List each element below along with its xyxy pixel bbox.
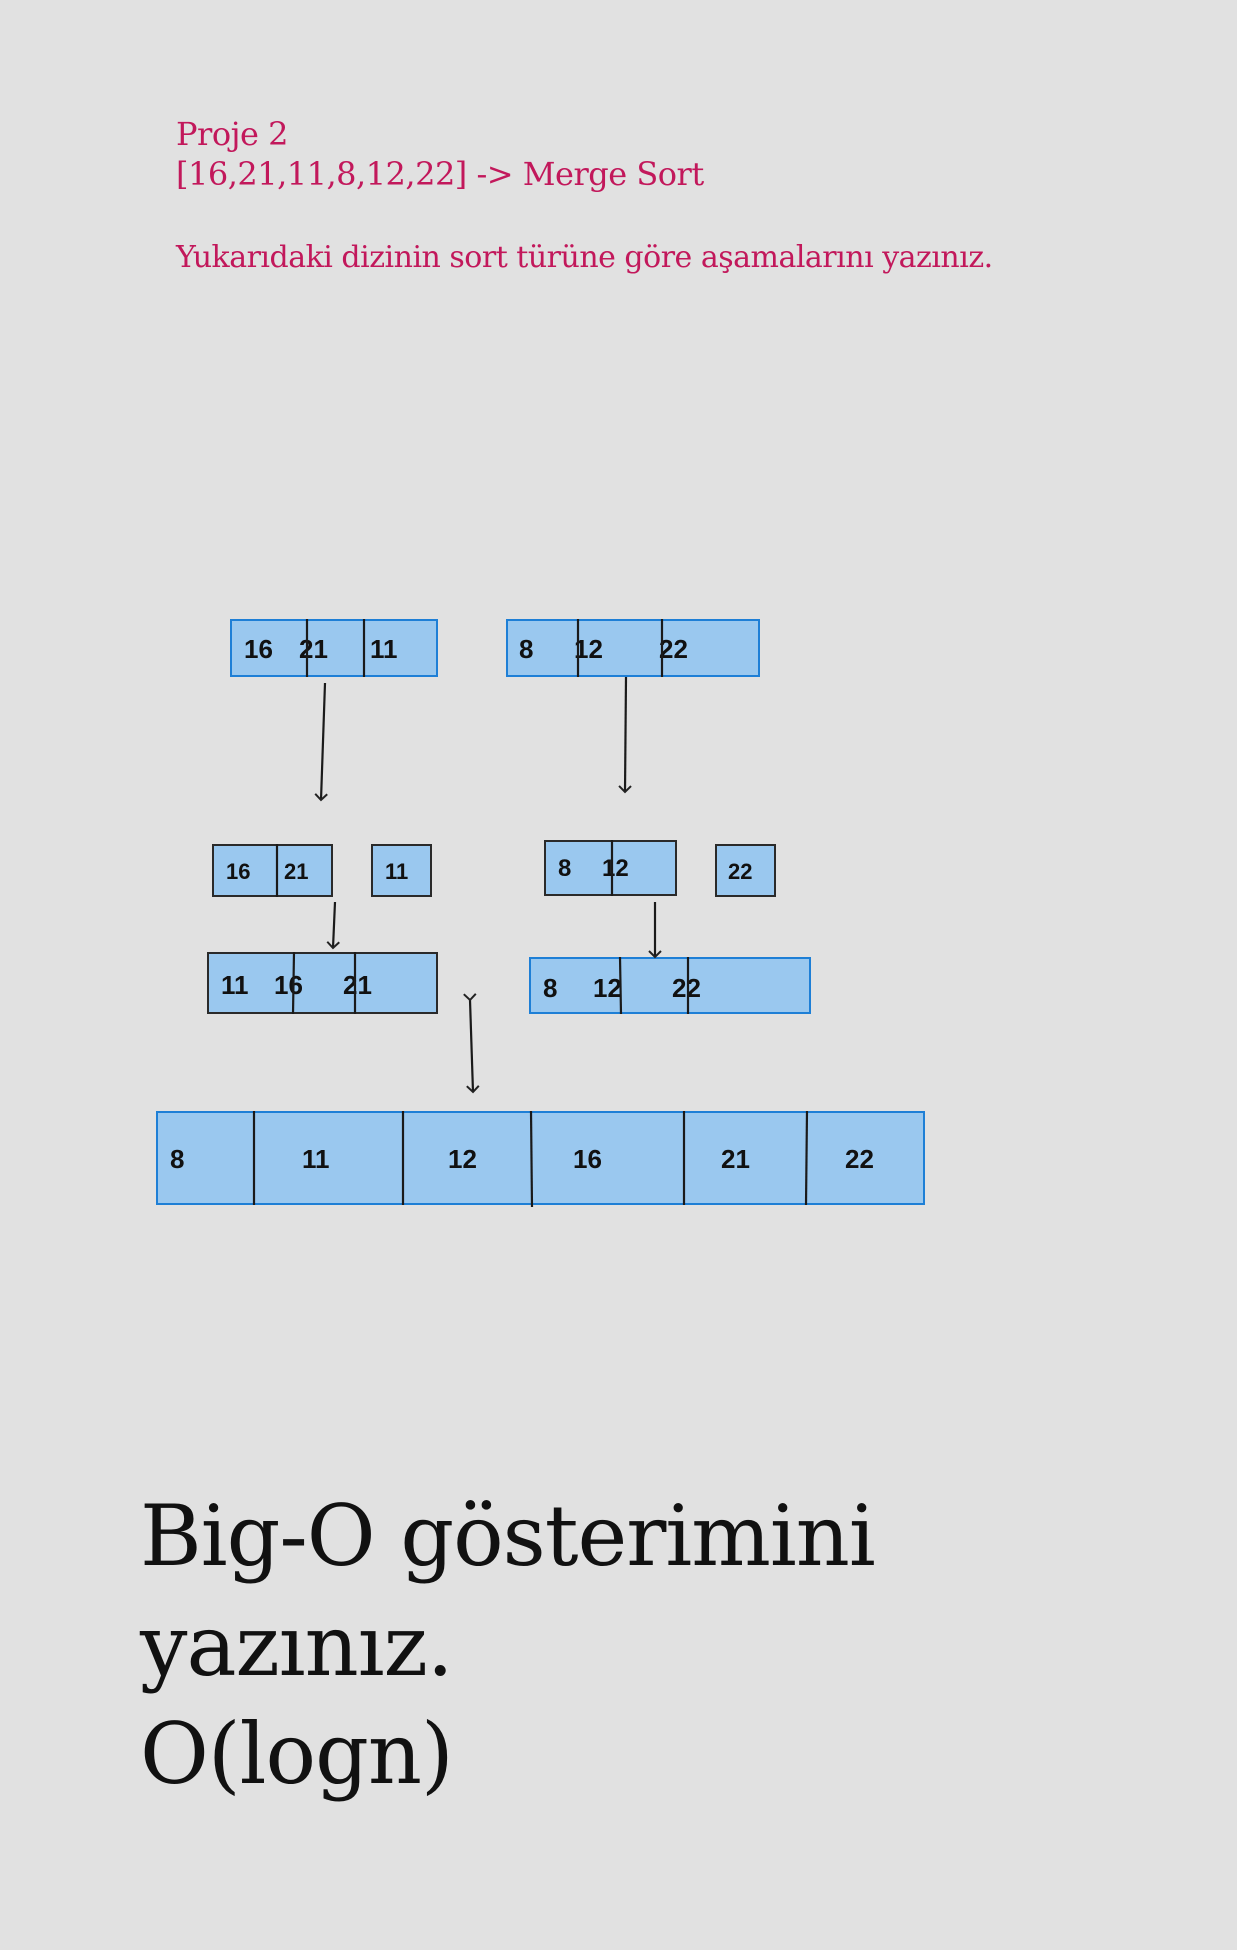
bigo-question-line2: yazınız. — [140, 1597, 454, 1695]
final-item: 21 — [721, 1144, 750, 1174]
sub-left-single-item: 11 — [385, 859, 409, 884]
merged-right-item: 12 — [593, 973, 622, 1003]
sub-left-pair-item: 21 — [284, 859, 309, 884]
split-left-box: 16 21 11 — [230, 619, 438, 677]
merged-left-item: 21 — [343, 970, 372, 1000]
divider-line — [529, 1110, 534, 1208]
project-title: Proje 2 — [176, 115, 288, 153]
merged-left-item: 16 — [274, 970, 303, 1000]
sub-right-single-item: 22 — [728, 859, 753, 884]
down-arrow — [326, 901, 340, 950]
sub-right-pair-item: 8 — [558, 855, 572, 882]
sub-left-pair-item: 16 — [226, 859, 251, 884]
sub-right-single-box: 22 — [715, 844, 776, 897]
sub-left-single-box: 11 — [371, 844, 432, 897]
bigo-question-line1: Big-O gösterimini — [140, 1487, 876, 1585]
down-arrow — [618, 676, 632, 794]
down-arrow — [314, 682, 328, 802]
final-item: 22 — [845, 1144, 874, 1174]
double-arrow — [463, 993, 480, 1094]
merged-left-item: 11 — [221, 970, 249, 1000]
final-item: 16 — [573, 1144, 602, 1174]
final-item: 12 — [448, 1144, 477, 1174]
sub-right-pair-item: 12 — [602, 855, 629, 882]
divider-line — [291, 951, 296, 1015]
final-item: 11 — [302, 1144, 330, 1174]
final-sorted-box: 8 11 12 16 21 22 — [156, 1111, 925, 1205]
split-left-item: 16 — [244, 634, 273, 664]
split-left-item: 21 — [299, 634, 328, 664]
split-right-item: 22 — [659, 634, 688, 664]
split-right-item: 8 — [519, 634, 534, 664]
merged-right-item: 8 — [543, 973, 558, 1003]
sub-left-pair-box: 16 21 — [212, 844, 333, 897]
merged-right-item: 22 — [672, 973, 701, 1003]
divider-line — [618, 956, 623, 1015]
divider-line — [804, 1110, 809, 1206]
array-line: [16,21,11,8,12,22] -> Merge Sort — [176, 155, 704, 193]
instruction-text: Yukarıdaki dizinin sort türüne göre aşam… — [176, 240, 993, 275]
split-left-item: 11 — [370, 634, 398, 664]
sub-right-pair-box: 8 12 — [544, 840, 677, 896]
merged-right-box: 8 12 22 — [529, 957, 811, 1014]
merged-left-box: 11 16 21 — [207, 952, 438, 1014]
final-item: 8 — [170, 1144, 185, 1174]
bigo-answer: O(logn) — [140, 1705, 454, 1803]
